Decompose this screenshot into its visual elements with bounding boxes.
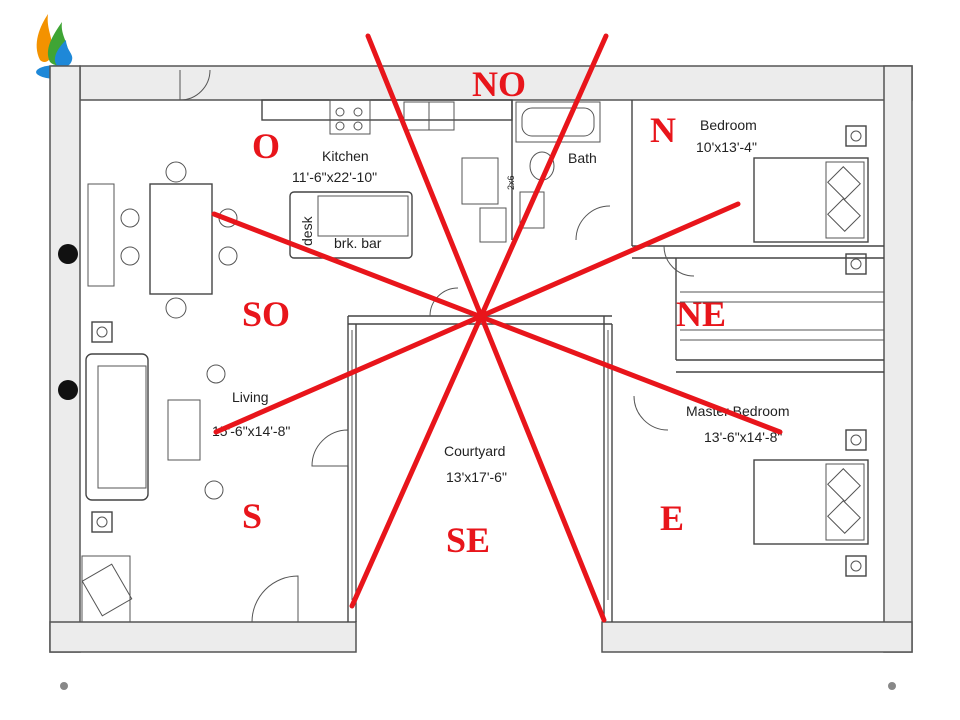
ray-ne-so [349, 33, 609, 609]
kitchen-fixtures [261, 99, 513, 259]
ray-n-s [213, 201, 741, 435]
direction-s: S [242, 496, 262, 536]
direction-no: NO [472, 64, 526, 104]
bedroom-size: 10'x13'-4" [696, 139, 757, 155]
bath-name: Bath [568, 150, 597, 166]
ray-no-s [365, 33, 607, 623]
bedroom-bed [753, 157, 869, 243]
doors [179, 69, 695, 623]
exterior-walls [49, 65, 913, 653]
master-bed [753, 459, 869, 545]
direction-se: SE [446, 520, 490, 560]
direction-e: E [660, 498, 684, 538]
direction-o: O [252, 126, 280, 166]
bath-fixtures [515, 101, 601, 229]
bedroom-name: Bedroom [700, 117, 757, 133]
brk-bar-label: brk. bar [334, 235, 382, 251]
kitchen-name: Kitchen [322, 148, 369, 164]
desk-label: desk [299, 215, 315, 246]
slide-dot-left [60, 682, 68, 690]
wall-outlets [91, 125, 867, 577]
direction-ne: NE [676, 294, 726, 334]
courtyard-size: 13'x17'-6" [446, 469, 507, 485]
master-bedroom-size: 13'-6"x14'-8" [704, 429, 782, 445]
direction-n: N [650, 110, 676, 150]
direction-so: SO [242, 294, 290, 334]
dining-table [87, 161, 238, 319]
courtyard-name: Courtyard [444, 443, 505, 459]
living-name: Living [232, 389, 269, 405]
interior-walls [511, 100, 884, 373]
kitchen-size: 11'-6"x22'-10" [292, 169, 377, 185]
living-furniture [58, 244, 226, 623]
slide-dot-right [888, 682, 896, 690]
ray-o-e [211, 211, 783, 435]
compass-overlay [211, 33, 783, 623]
wall-2x6-label: 2x6 [506, 175, 516, 190]
